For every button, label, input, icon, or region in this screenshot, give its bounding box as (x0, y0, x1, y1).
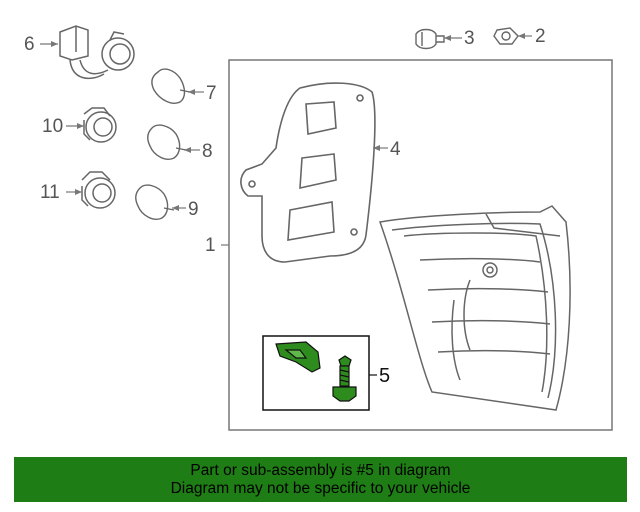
callout-7[interactable]: 7 (206, 83, 217, 104)
callout-6[interactable]: 6 (24, 34, 35, 55)
callout-10-arrow (77, 123, 84, 129)
callout-6-arrow (51, 41, 58, 47)
bolt-part-5[interactable] (332, 355, 357, 402)
callout-1[interactable]: 1 (205, 235, 216, 256)
diagram-info-banner: Part or sub-assembly is #5 in diagram Di… (14, 457, 627, 502)
callout-3-arrow (444, 35, 451, 41)
callout-10[interactable]: 10 (42, 116, 64, 137)
socket-harness-part-6[interactable] (59, 25, 135, 80)
tail-lamp-housing[interactable] (378, 205, 571, 411)
callout-3[interactable]: 3 (464, 28, 475, 49)
nut-part-2[interactable] (493, 27, 519, 45)
callout-8[interactable]: 8 (202, 141, 213, 162)
callout-11[interactable]: 11 (40, 182, 60, 203)
callout-9-arrow (172, 205, 179, 211)
callout-5[interactable]: 5 (379, 365, 391, 387)
banner-line-2: Diagram may not be specific to your vehi… (170, 480, 471, 497)
parts-diagram (40, 25, 613, 431)
socket-part-11[interactable] (81, 171, 116, 209)
socket-part-10[interactable] (83, 107, 117, 143)
callout-11-arrow (75, 189, 82, 195)
callout-4-arrow (373, 145, 380, 151)
callout-9[interactable]: 9 (188, 199, 199, 220)
clip-part-3[interactable] (415, 28, 445, 50)
callout-8-arrow (184, 147, 191, 153)
bulb-part-7[interactable] (151, 68, 191, 104)
callout-4[interactable]: 4 (390, 139, 401, 160)
callout-7-arrow (188, 89, 195, 95)
callout-2-arrow (518, 33, 525, 39)
callout-2[interactable]: 2 (535, 26, 546, 47)
bulb-part-8[interactable] (147, 124, 187, 160)
gasket-part-4[interactable] (240, 82, 376, 263)
bracket-part-5[interactable] (275, 341, 321, 373)
bulb-part-9[interactable] (135, 184, 175, 220)
banner-line-1: Part or sub-assembly is #5 in diagram (190, 462, 451, 479)
